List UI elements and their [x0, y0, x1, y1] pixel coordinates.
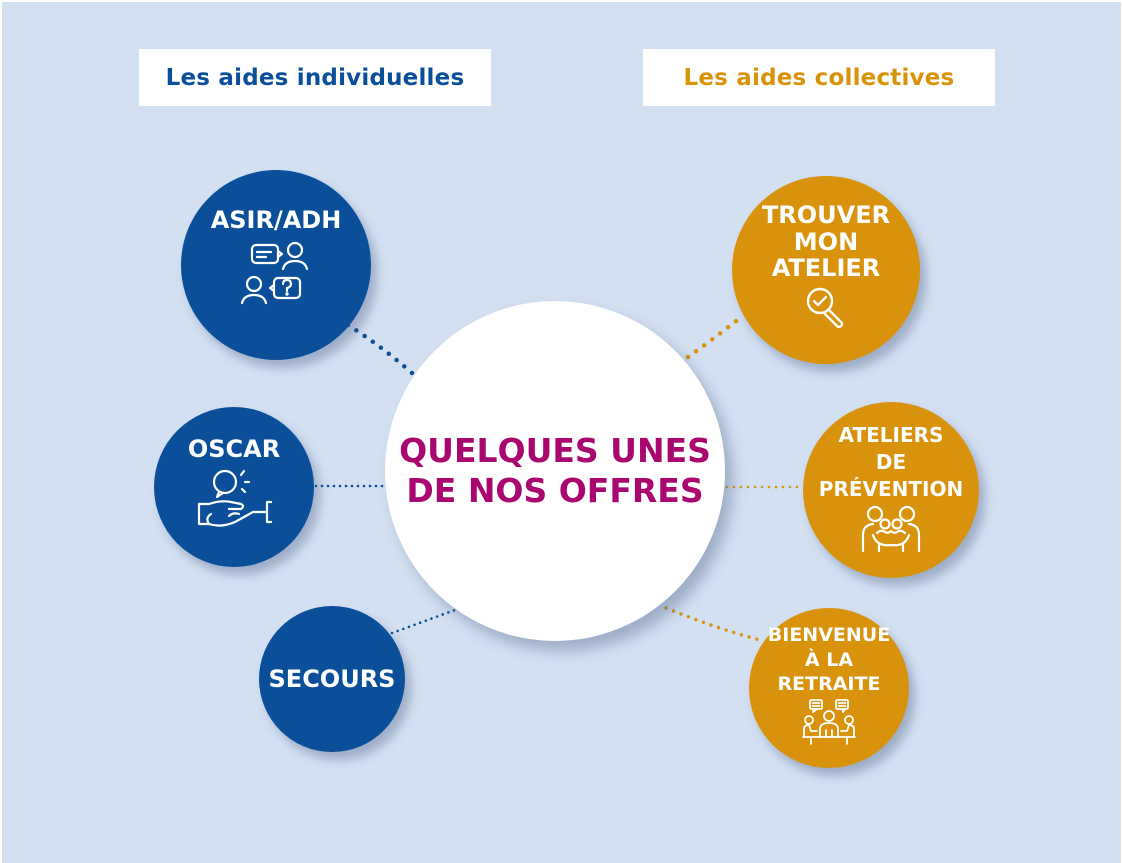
- node-secours-label: SECOURS: [268, 664, 396, 693]
- node-trouver-mon-atelier[interactable]: TROUVER MON ATELIER: [732, 176, 920, 364]
- connector-secours: [390, 608, 457, 635]
- header-collective-aids-text: Les aides collectives: [683, 64, 955, 91]
- meeting-discussion-icon: [802, 699, 856, 745]
- node-oscar-label: OSCAR: [187, 434, 281, 463]
- node-asir-adh-label: ASIR/ADH: [210, 205, 342, 234]
- node-trouver-line-3: ATELIER: [771, 254, 881, 283]
- node-ateliers-line-3: PRÉVENTION: [818, 476, 964, 501]
- node-ateliers-line-2: DE: [875, 449, 907, 474]
- node-bienvenue-line-2: À LA: [804, 648, 854, 671]
- node-trouver-line-2: MON: [793, 227, 859, 256]
- node-asir-adh[interactable]: ASIR/ADH: [181, 170, 371, 360]
- node-trouver-line-1: TROUVER: [761, 200, 891, 229]
- connector-trouver: [685, 315, 743, 360]
- center-title-line-1: QUELQUES UNES: [399, 431, 711, 471]
- node-ateliers-line-1: ATELIERS: [838, 422, 944, 447]
- node-bienvenue-a-la-retraite[interactable]: BIENVENUE À LA RETRAITE: [749, 608, 909, 768]
- node-secours[interactable]: SECOURS: [259, 606, 405, 752]
- node-ateliers-de-prevention[interactable]: ATELIERS DE PRÉVENTION: [803, 402, 979, 578]
- node-bienvenue-line-1: BIENVENUE: [767, 623, 891, 646]
- center-circle: QUELQUES UNES DE NOS OFFRES: [385, 301, 725, 641]
- node-oscar[interactable]: OSCAR: [154, 407, 314, 567]
- family-icon: [861, 505, 921, 552]
- node-bienvenue-line-3: RETRAITE: [777, 673, 881, 696]
- connector-bienvenue: [664, 606, 762, 642]
- search-check-icon: [806, 288, 844, 329]
- header-collective-aids: Les aides collectives: [643, 49, 995, 106]
- center-title-line-2: DE NOS OFFRES: [406, 471, 704, 510]
- conversation-question-icon: [240, 242, 309, 305]
- helping-hand-idea-icon: [197, 470, 273, 528]
- connector-asir: [345, 322, 415, 376]
- header-individual-aids: Les aides individuelles: [139, 49, 491, 106]
- header-individual-aids-text: Les aides individuelles: [165, 64, 465, 91]
